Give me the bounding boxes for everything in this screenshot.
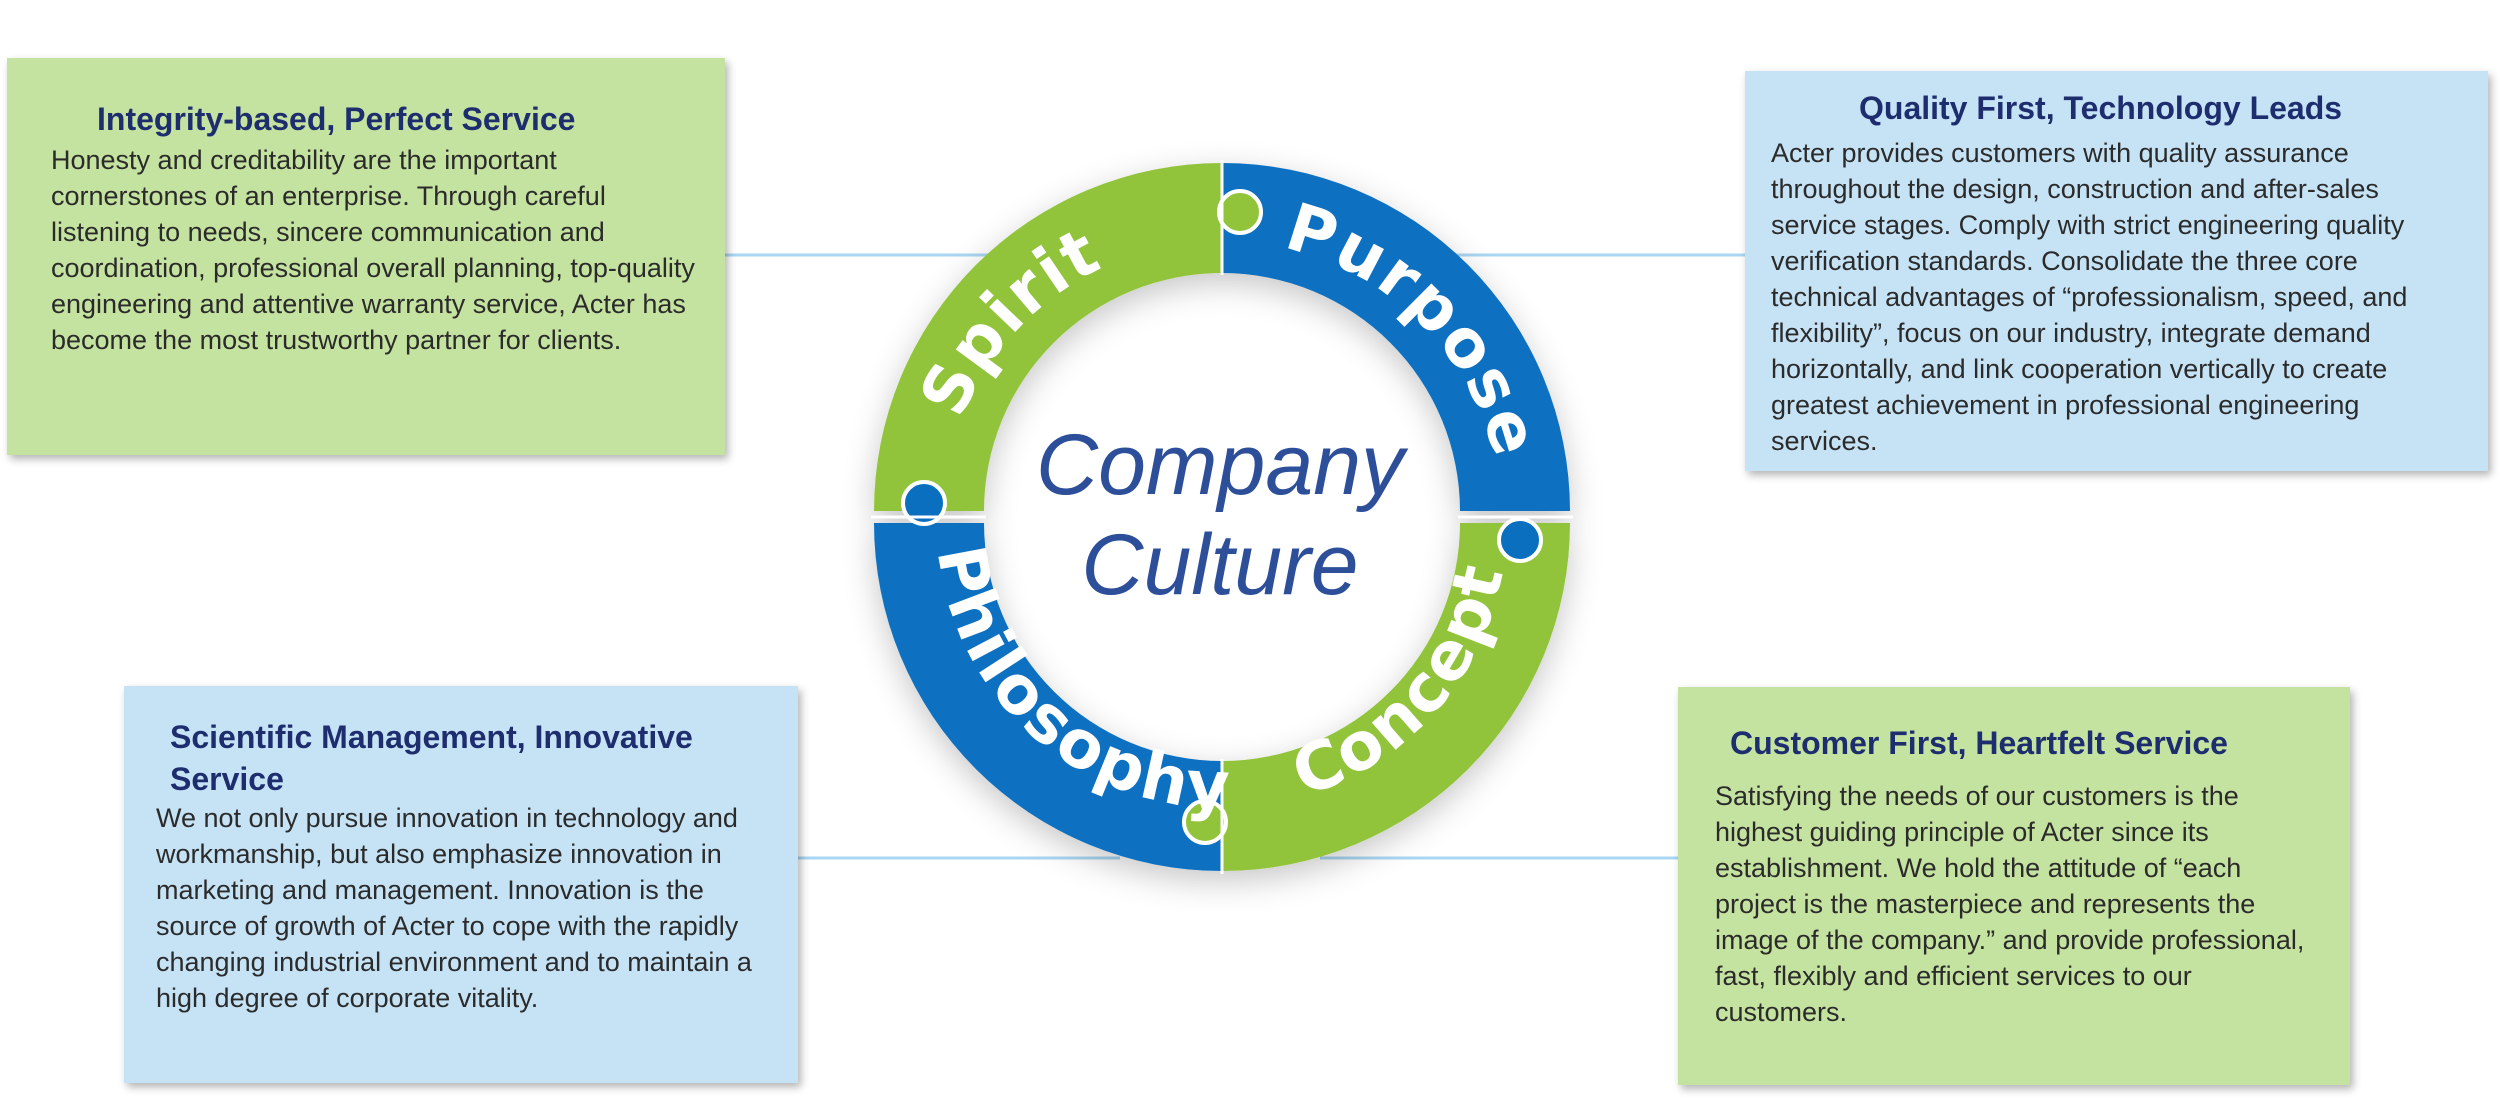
center-title: Company Culture bbox=[960, 415, 1480, 615]
card-purpose-body: Acter provides customers with quality as… bbox=[1771, 138, 2408, 456]
card-concept-title: Customer First, Heartfelt Service bbox=[1730, 725, 2228, 761]
segment-purpose bbox=[1222, 163, 1570, 511]
knob-bottom bbox=[1182, 799, 1228, 845]
card-spirit: Integrity-based, Perfect Service Honesty… bbox=[7, 58, 725, 455]
card-philosophy-body: We not only pursue innovation in technol… bbox=[156, 803, 752, 1013]
segment-philosophy bbox=[874, 523, 1222, 871]
card-philosophy-title: Scientific Management, Innovative Servic… bbox=[170, 719, 693, 797]
segment-concept bbox=[1222, 523, 1570, 871]
card-spirit-body: Honesty and creditability are the import… bbox=[51, 145, 695, 355]
card-purpose-title: Quality First, Technology Leads bbox=[1859, 90, 2343, 126]
segment-seams bbox=[871, 160, 1573, 874]
card-concept-body: Satisfying the needs of our customers is… bbox=[1715, 781, 2305, 1027]
card-concept: Customer First, Heartfelt Service Satisf… bbox=[1678, 687, 2350, 1085]
center-title-line1: Company bbox=[1035, 417, 1405, 513]
segment-spirit bbox=[874, 163, 1222, 511]
knob-top bbox=[1217, 189, 1263, 235]
knob-left bbox=[901, 480, 947, 526]
knob-right bbox=[1497, 517, 1543, 563]
puzzle-knobs bbox=[901, 189, 1543, 845]
card-spirit-title: Integrity-based, Perfect Service bbox=[97, 101, 576, 137]
center-title-line2: Culture bbox=[1081, 517, 1359, 613]
card-philosophy: Scientific Management, Innovative Servic… bbox=[124, 686, 798, 1083]
card-purpose: Quality First, Technology Leads Acter pr… bbox=[1745, 71, 2488, 471]
